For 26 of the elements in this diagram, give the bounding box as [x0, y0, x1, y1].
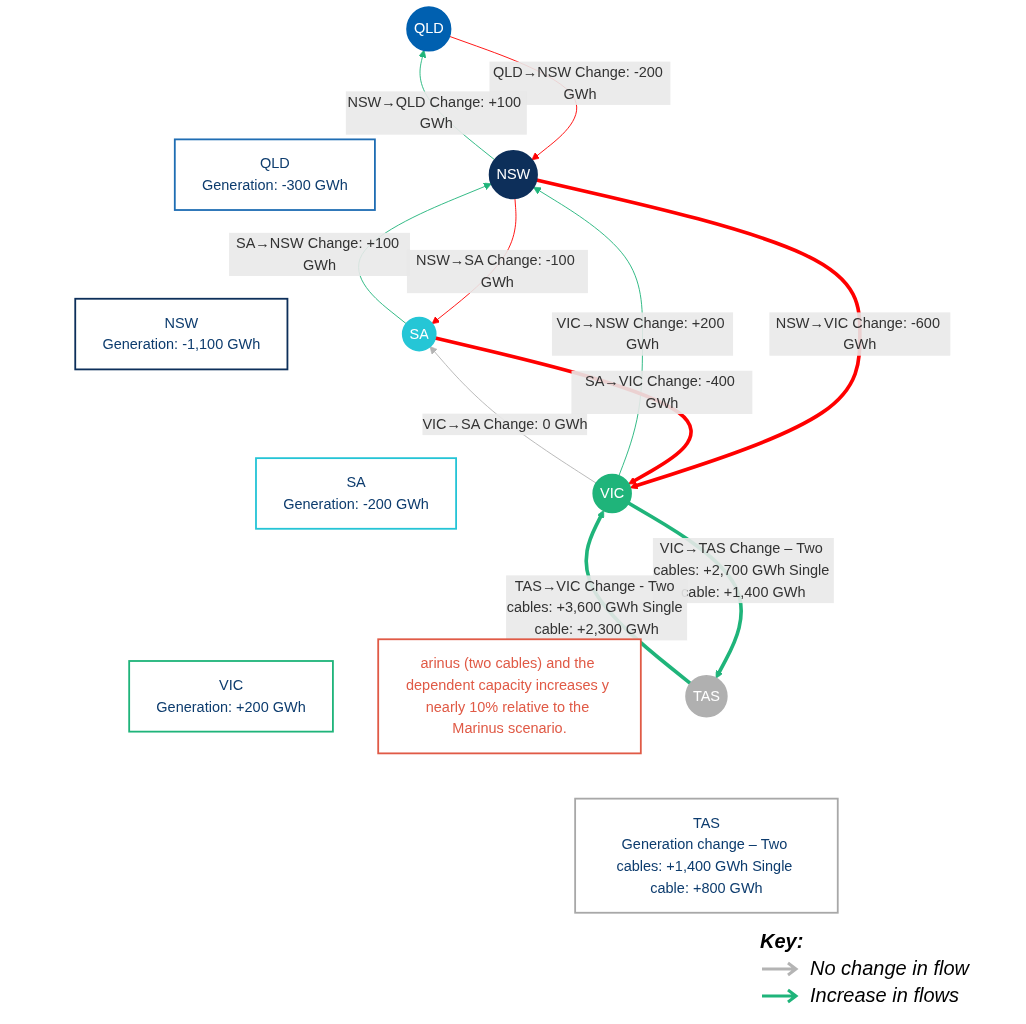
edge-label: TAS→VIC Change - Two cables: +3,600 GWh Single cable: +2,300 GWh: [506, 578, 683, 637]
node-box: NSW Generation: -1,100 GWh: [74, 297, 289, 371]
edge-label: NSW→VIC Change: -600 GWh: [775, 315, 941, 353]
legend-text: No change in flow: [810, 957, 969, 980]
node-circle: SA: [402, 316, 437, 352]
node-box: QLD Generation: -300 GWh: [174, 138, 376, 211]
edge-label: VIC→NSW Change: +200 GWh: [556, 315, 725, 353]
edge-label: NSW→SA Change: -100 GWh: [416, 252, 575, 290]
edge-label: SA→NSW Change: +100 GWh: [236, 235, 400, 273]
node-circle: VIC: [592, 473, 633, 514]
edge-label: cable: +1,400 GWh: [681, 584, 806, 600]
arrow: [536, 178, 862, 490]
node-circle: TAS: [685, 675, 728, 718]
node-box: arinus (two cables) and the dependent capacity increases y nearly 10% relative to the Marinus scenario.: [377, 638, 642, 755]
edge-label: VIC→SA Change: 0 GWh: [422, 416, 588, 432]
legend-text: Increase in flows: [810, 984, 959, 1007]
key-heading: Key:: [760, 930, 805, 953]
node-box: TAS Generation change – Two cables: +1,400 GWh Single cable: +800 GWh: [574, 797, 839, 914]
node-box: VIC Generation: +200 GWh: [128, 660, 334, 733]
node-circle: NSW: [488, 150, 539, 200]
node-circle: QLD: [406, 6, 452, 52]
edge-label: cables: +2,700 GWh Single: [653, 562, 830, 578]
edge-label: SA→VIC Change: -400 GWh: [585, 373, 735, 411]
node-box: SA Generation: -200 GWh: [255, 457, 458, 530]
edge-label: VIC→TAS Change – Two: [659, 540, 823, 557]
edge-label: NSW→QLD Change: +100 GWh: [347, 94, 522, 132]
